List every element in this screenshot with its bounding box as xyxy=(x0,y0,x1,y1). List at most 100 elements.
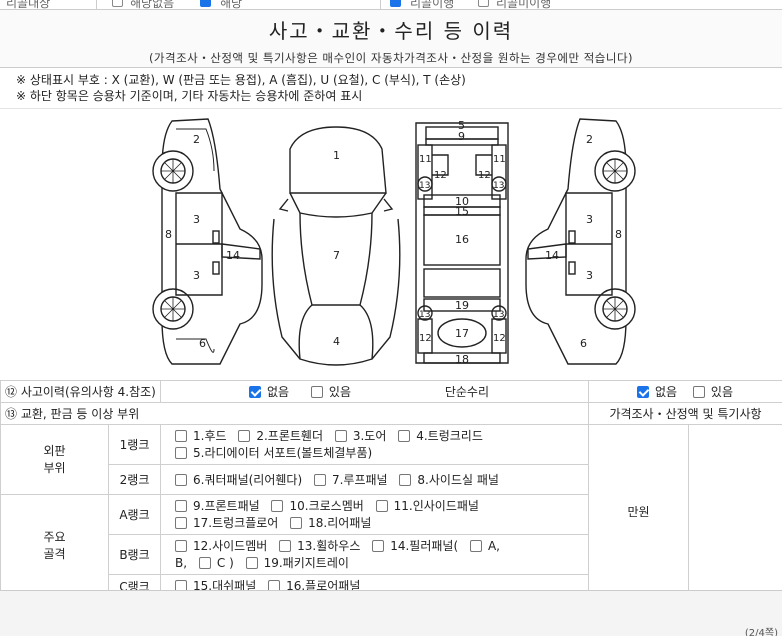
side-member-checkbox[interactable] xyxy=(175,540,187,552)
recall-none-checkbox[interactable] xyxy=(112,0,123,7)
rear-panel-checkbox[interactable] xyxy=(290,517,303,529)
accident-exists-checkbox[interactable] xyxy=(310,386,323,398)
radiator-support-checkbox[interactable] xyxy=(175,447,187,459)
simple-repair-label: 단순수리 xyxy=(444,385,490,399)
rankA-label: A랭크 xyxy=(108,494,161,535)
pillar-c-label: C ) xyxy=(216,556,234,570)
trunk-floor-checkbox[interactable] xyxy=(175,517,187,529)
simple-repair-exists-checkbox[interactable] xyxy=(692,386,705,398)
pillar-panel-label: 14.필러패널( xyxy=(390,539,459,553)
dash-panel-label: 15.대쉬패널 xyxy=(193,579,257,593)
accident-none-label: 없음 xyxy=(267,385,290,399)
door-checkbox[interactable] xyxy=(334,430,347,442)
part-num: 14 xyxy=(545,249,559,262)
accident-exists-label: 있음 xyxy=(328,385,352,399)
price-unit: 만원 xyxy=(588,424,689,598)
roof-panel-checkbox[interactable] xyxy=(313,473,326,486)
pillar-a-checkbox[interactable] xyxy=(469,540,482,552)
special-notes-cell[interactable] xyxy=(687,424,782,598)
accident-none-checkbox[interactable] xyxy=(249,386,261,398)
recall-yes-checkbox[interactable] xyxy=(200,0,211,7)
part-num: 7 xyxy=(333,249,340,262)
previous-row-strip: 리콜대상 해당없음 해당 리콜이행 리콜미이행 xyxy=(0,0,782,10)
rank1-row: 외판 부위 1랭크 1.후드 2.프론트휀더 3.도어 4.트렁크리드 5.라디… xyxy=(0,424,782,598)
part-num: 11 xyxy=(419,154,432,165)
quarter-panel-checkbox[interactable] xyxy=(175,473,187,486)
page-number: (2/4쪽) xyxy=(744,628,778,636)
part-num: 8 xyxy=(165,228,172,241)
part-num: 18 xyxy=(455,353,469,366)
part-num: 13 xyxy=(493,181,504,191)
pillar-panel-checkbox[interactable] xyxy=(372,540,385,552)
rank1-label: 1랭크 xyxy=(108,424,161,465)
rear-panel-label: 18.리어패널 xyxy=(308,516,372,530)
front-panel-checkbox[interactable] xyxy=(175,500,187,512)
part-num: 3 xyxy=(193,269,200,282)
part-num: 3 xyxy=(586,213,593,226)
main-frame-group: 주요 골격 xyxy=(0,494,109,598)
exchange-label: ⑬ 교환, 판금 등 이상 부위 xyxy=(0,402,589,425)
front-fender-checkbox[interactable] xyxy=(238,430,251,442)
status-legend: ※ 상태표시 부호 : X (교환), W (판금 또는 용접), A (흠집)… xyxy=(16,72,466,104)
trunk-lid-checkbox[interactable] xyxy=(398,430,411,442)
part-num: 17 xyxy=(455,327,469,340)
part-num: 12 xyxy=(478,170,491,181)
inspection-table: ⑫ 사고이력(유의사항 4.참조) 없음 있음 단순수리 없음 있음 ⑬ 교환,… xyxy=(0,380,782,598)
divider xyxy=(96,0,97,9)
package-tray-checkbox[interactable] xyxy=(245,557,258,569)
radiator-support-label: 5.라디에이터 서포트(볼트체결부품) xyxy=(193,446,373,460)
inside-panel-label: 11.인사이드패널 xyxy=(393,499,479,513)
side-sill-checkbox[interactable] xyxy=(399,473,412,486)
rankB-label: B랭크 xyxy=(108,534,161,575)
pillar-b-label: B, xyxy=(175,556,188,570)
part-num: 3 xyxy=(586,269,593,282)
part-num: 9 xyxy=(458,130,465,143)
car-diagram: 2 3 3 8 14 6 1 7 4 5 9 11 11 12 12 13 13… xyxy=(0,108,782,380)
part-num: 13 xyxy=(493,310,504,320)
inside-panel-checkbox[interactable] xyxy=(375,500,388,512)
page-title: 사고・교환・수리 등 이력 xyxy=(268,19,514,43)
rankA-row: 주요 골격 A랭크 9.프론트패널 10.크로스멤버 11.인사이드패널 17.… xyxy=(0,494,782,598)
side-sill-label: 8.사이드실 패널 xyxy=(417,472,499,487)
trunk-floor-label: 17.트렁크플로어 xyxy=(193,516,279,530)
part-num: 8 xyxy=(615,228,622,241)
part-num: 2 xyxy=(193,133,200,146)
part-num: 1 xyxy=(333,149,340,162)
part-num: 10 xyxy=(455,195,469,208)
recall-done-label: 리콜이행 xyxy=(410,0,455,10)
legend-line-1: ※ 상태표시 부호 : X (교환), W (판금 또는 용접), A (흠집)… xyxy=(16,73,466,87)
part-num: 6 xyxy=(580,337,587,350)
hood-checkbox[interactable] xyxy=(175,430,187,442)
recall-not-done-checkbox[interactable] xyxy=(478,0,489,7)
recall-done-checkbox[interactable] xyxy=(390,0,401,7)
door-label: 3.도어 xyxy=(352,429,387,443)
cross-member-label: 10.크로스멤버 xyxy=(289,499,364,513)
wheel-house-label: 13.휠하우스 xyxy=(297,539,361,553)
price-note-label: 가격조사・산정액 및 특기사항 xyxy=(587,402,782,425)
divider xyxy=(380,0,381,9)
recall-yes-label: 해당 xyxy=(220,0,243,10)
part-num: 15 xyxy=(455,205,469,218)
part-num: 12 xyxy=(419,333,432,344)
part-num: 16 xyxy=(455,233,469,246)
part-num: 11 xyxy=(493,154,506,165)
cross-member-checkbox[interactable] xyxy=(271,500,284,512)
simple-repair-none-checkbox[interactable] xyxy=(637,386,649,398)
front-fender-label: 2.프론트휀더 xyxy=(256,429,324,443)
pillar-c-checkbox[interactable] xyxy=(198,557,211,569)
simple-repair-none-label: 없음 xyxy=(655,385,678,399)
trunk-lid-label: 4.트렁크리드 xyxy=(416,429,483,443)
section-header: 사고・교환・수리 등 이력 (가격조사・산정액 및 특기사항은 매수인이 자동차… xyxy=(0,10,782,68)
accident-history-row: ⑫ 사고이력(유의사항 4.참조) 없음 있음 단순수리 없음 있음 xyxy=(0,380,782,403)
part-num: 5 xyxy=(458,119,465,132)
recall-label: 리콜대상 xyxy=(6,0,51,10)
roof-panel-label: 7.루프패널 xyxy=(331,472,388,487)
recall-not-done-label: 리콜미이행 xyxy=(496,0,552,10)
wheel-house-checkbox[interactable] xyxy=(279,540,292,552)
footer: (2/4쪽) xyxy=(0,590,782,636)
part-num: 19 xyxy=(455,299,469,312)
hood-label: 1.후드 xyxy=(193,429,227,443)
left-side-view xyxy=(152,118,263,365)
part-num: 13 xyxy=(419,310,430,320)
part-num: 2 xyxy=(586,133,593,146)
